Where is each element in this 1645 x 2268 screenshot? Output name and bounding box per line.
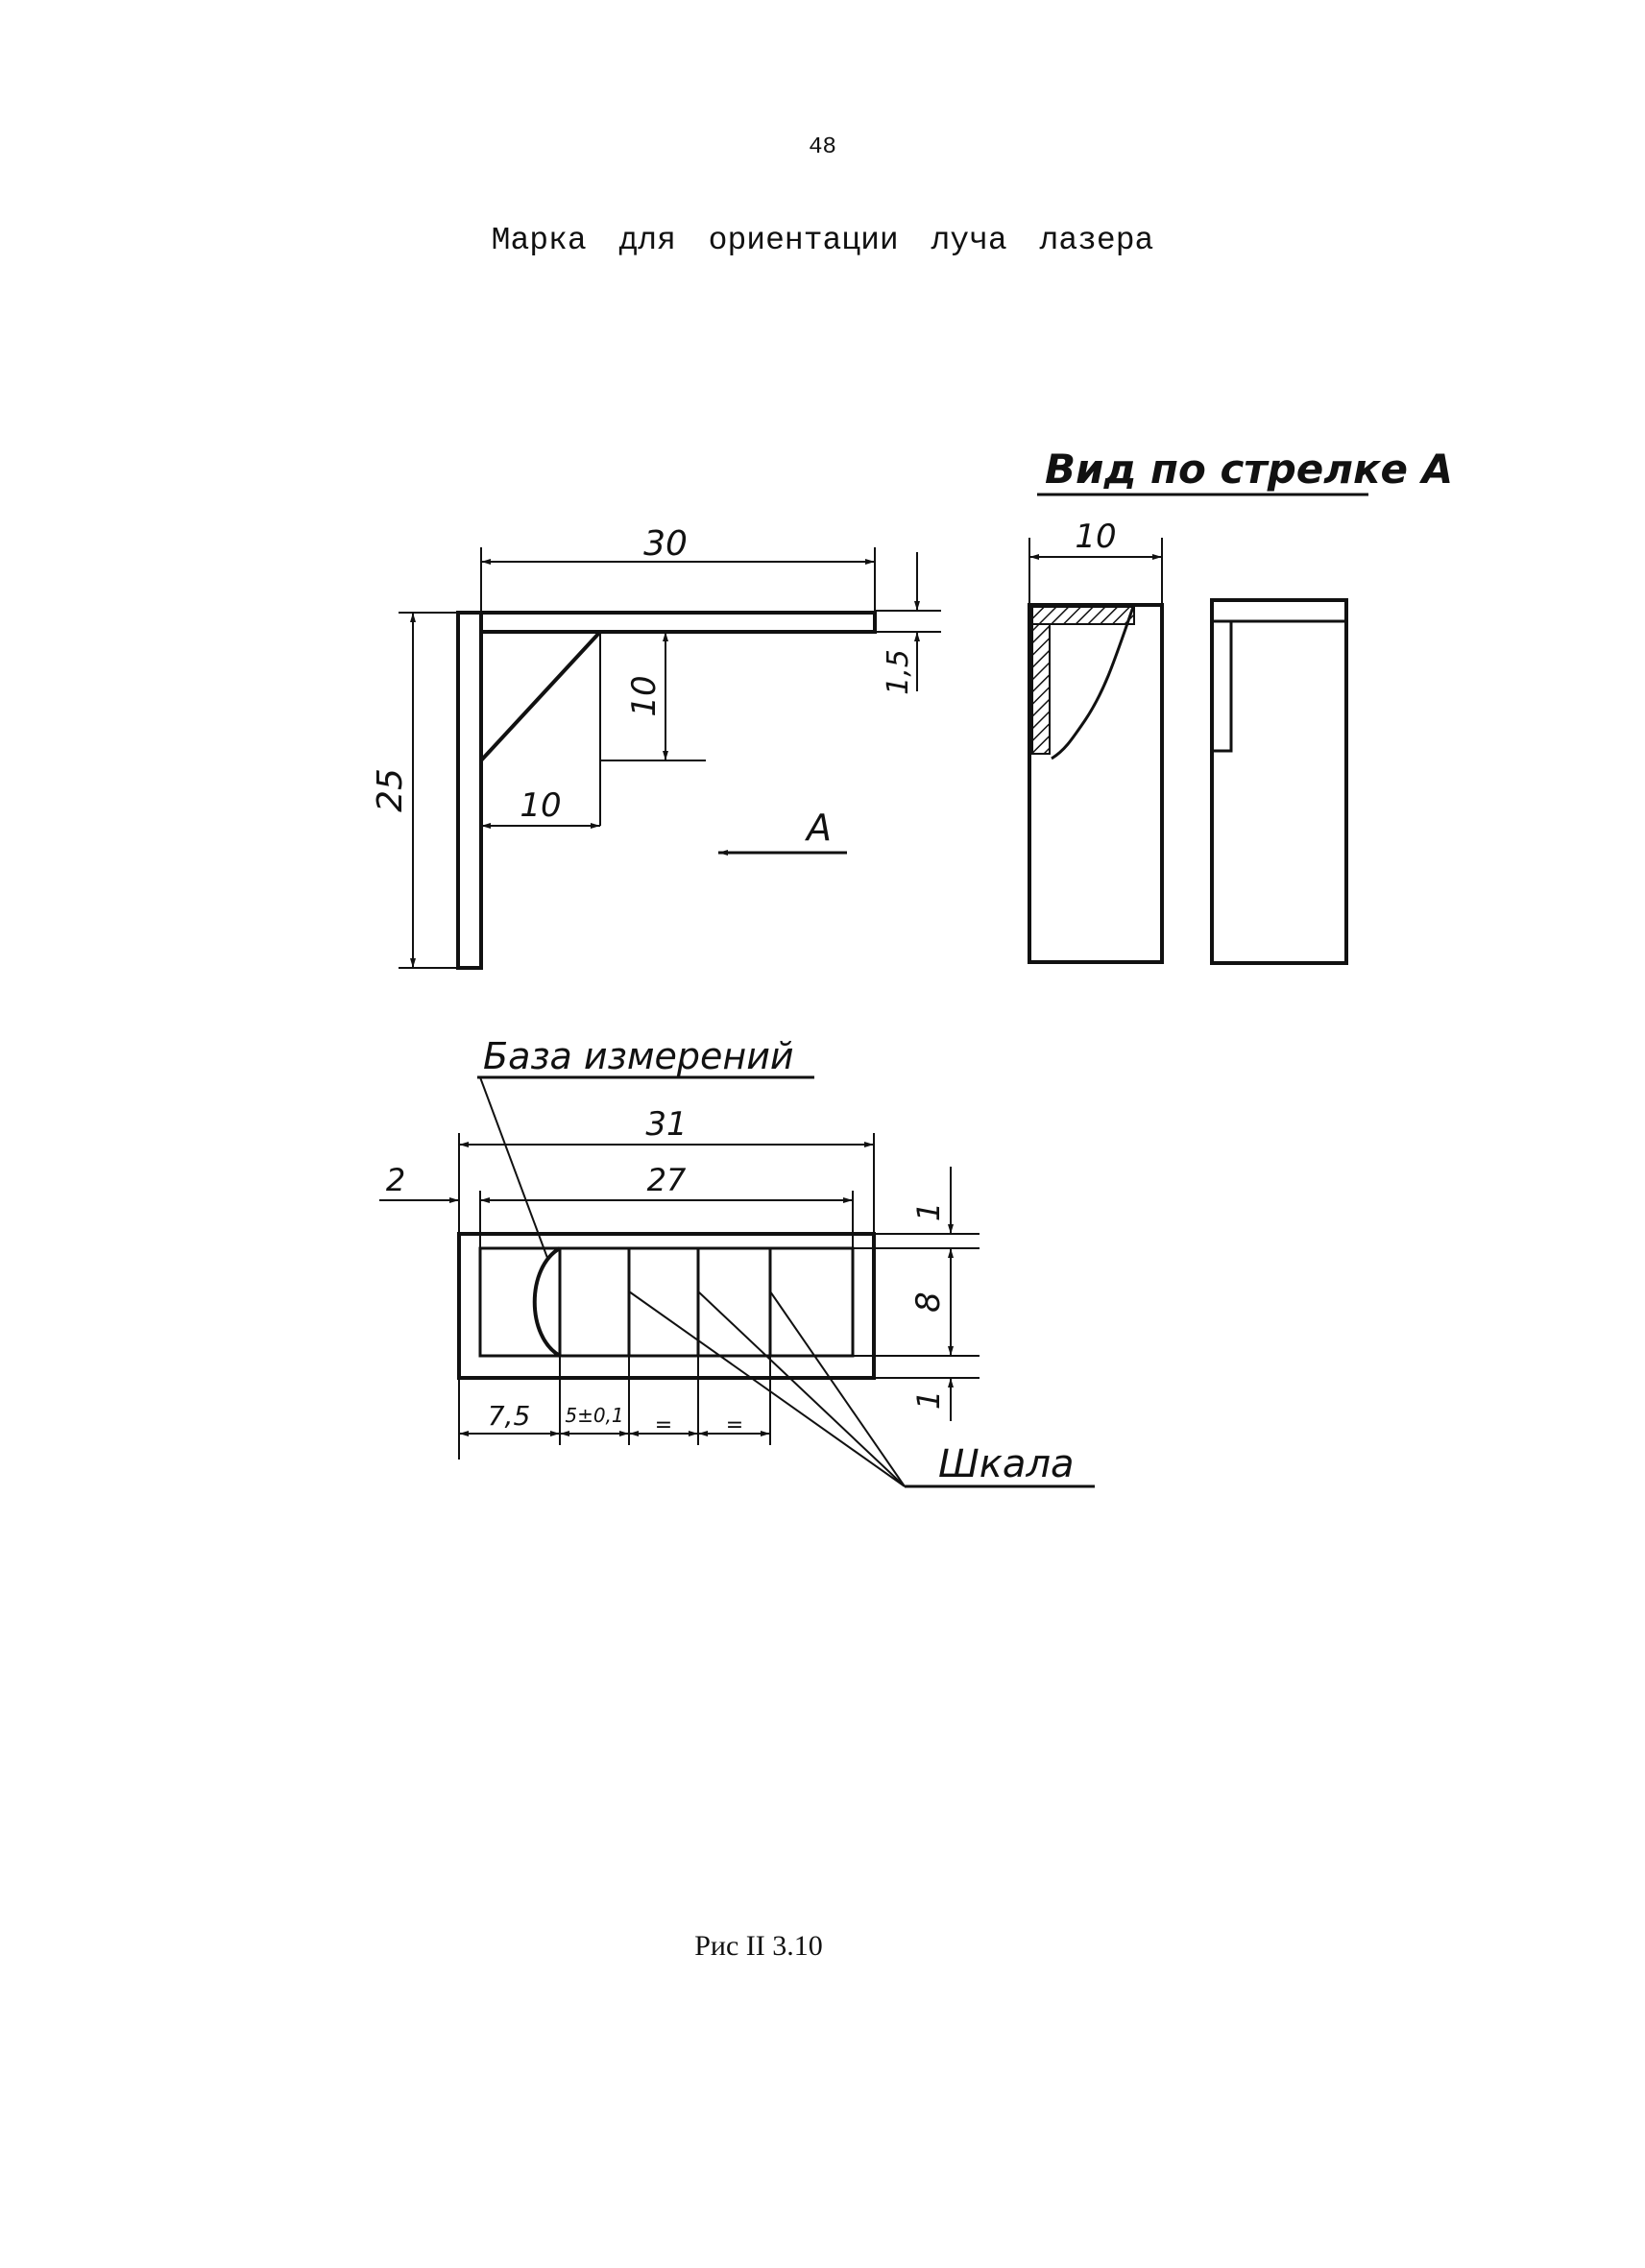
side-vertical-plate (456, 611, 483, 970)
dim-plan-bottom: 1 (910, 1390, 947, 1410)
plan-view: База измерений 31 27 2 1 (379, 1035, 1095, 1488)
dim-triangle-height: 10 (625, 675, 664, 716)
dim-plan-total: 31 (645, 1105, 687, 1144)
end-view-break-line (1051, 606, 1135, 760)
plan-plate-outer (457, 1232, 876, 1380)
base-label: База измерений (483, 1035, 794, 1077)
dim-triangle-width: 10 (520, 786, 561, 825)
dim-end-width: 10 (1075, 518, 1116, 556)
svg-text:=: = (726, 1413, 743, 1437)
svg-text:=: = (655, 1413, 672, 1437)
side-gusset (479, 630, 605, 766)
end-view-hatch-side (1031, 623, 1051, 755)
dim-side-width: 30 (643, 524, 688, 564)
figure-caption: Рис II 3.10 (694, 1930, 823, 1962)
dim-plan-inner: 27 (647, 1162, 687, 1198)
side-view: 30 1,5 25 10 10 А (371, 524, 941, 970)
base-arc (532, 1246, 562, 1358)
view-label: Вид по стрелке А (1045, 446, 1453, 493)
scale-leader (628, 1291, 906, 1487)
dim-side-thickness: 1,5 (882, 649, 915, 695)
scale-label: Шкала (938, 1442, 1075, 1486)
dim-plan-step: 5±0,1 (565, 1404, 623, 1427)
end-view: Вид по стрелке А 10 (1028, 446, 1453, 965)
end-view-hatch-top (1031, 606, 1135, 625)
dim-plan-top: 1 (910, 1202, 947, 1221)
page-title: Марка для ориентации луча лазера (491, 223, 1154, 258)
end-view-2-body (1210, 598, 1348, 965)
dim-plan-offset: 2 (386, 1162, 405, 1198)
dim-plan-mid: 8 (909, 1291, 948, 1313)
plan-plate-window (478, 1246, 855, 1358)
view-arrow-label: А (804, 807, 832, 849)
side-top-plate (479, 611, 877, 634)
scale-leader (769, 1291, 906, 1487)
scale-leader (697, 1291, 906, 1487)
base-leader (479, 1076, 548, 1259)
page-number: 48 (809, 134, 836, 160)
dim-side-height: 25 (371, 768, 410, 812)
dim-plan-first: 7,5 (488, 1400, 531, 1432)
end-view-body (1028, 603, 1164, 964)
